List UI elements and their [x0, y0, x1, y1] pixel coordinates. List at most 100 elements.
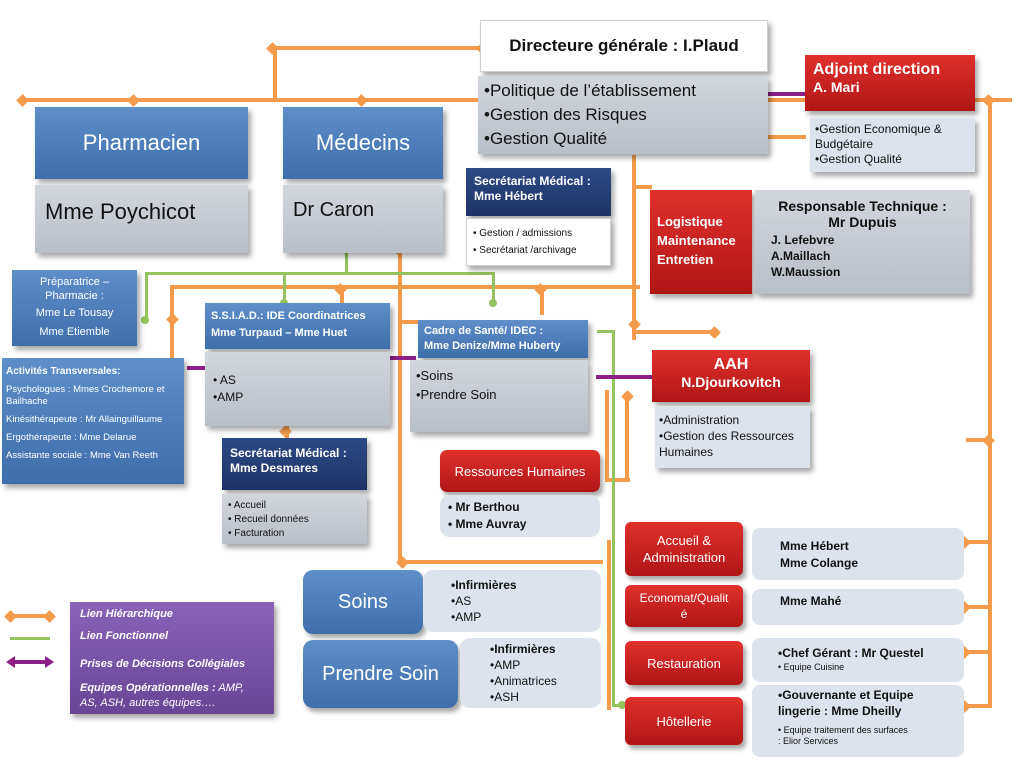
adjoint-mission-item: •Gestion Economique & Budgétaire	[815, 122, 942, 151]
activites-item: Psychologues : Mmes Crochemore et Bailha…	[6, 384, 165, 407]
service-restauration-detail-box: •Chef Gérant : Mr Questel • Equipe Cuisi…	[752, 638, 964, 682]
prendre-soin-box: Prendre Soin	[303, 640, 458, 708]
adjoint-mission-item: •Gestion Qualité	[815, 152, 902, 166]
ssiad-tasks-box: • AS •AMP	[205, 352, 390, 426]
adjoint-missions-box: •Gestion Economique & Budgétaire •Gestio…	[810, 118, 975, 172]
cadre-sante-title: Cadre de Santé/ IDEC : Mme Denize/Mme Hu…	[424, 325, 561, 352]
logistique-staff-item: A.Maillach	[771, 249, 831, 263]
prendre-soin-staff-box: •Infirmières •AMP •Animatrices •ASH	[460, 638, 601, 708]
secretariat-medical-2-tasks-box: • Accueil • Recueil données • Facturatio…	[222, 494, 367, 544]
secretariat-medical-2-task: • Accueil	[228, 500, 266, 511]
secretariat-medical-1-tasks-box: • Gestion / admissions • Secrétariat /ar…	[466, 218, 611, 266]
activites-title: Activités Transversales:	[6, 366, 121, 377]
secretariat-medical-2-task: • Facturation	[228, 528, 285, 539]
service-accueil-detail-box: Mme Hébert Mme Colange	[752, 528, 964, 580]
legend-collegiales-arrow	[12, 660, 48, 664]
aah-name: N.Djourkovitch	[681, 374, 781, 390]
medecins-name: Dr Caron	[293, 199, 375, 221]
ressources-humaines-staff-box: • Mr Berthou • Mme Auvray	[440, 495, 600, 537]
logistique-staff-item: J. Lefebvre	[771, 233, 835, 247]
legend-collegiales-label: Prises de Décisions Collégiales	[80, 658, 246, 670]
activites-item: Kinésithérapeute : Mr Allainguillaume	[6, 414, 163, 425]
ressources-humaines-staff: • Mr Berthou	[448, 500, 520, 514]
secretariat-medical-1-task: • Gestion / admissions	[473, 228, 573, 239]
legend-fonctionnel-label: Lien Fonctionnel	[80, 630, 168, 642]
secretariat-medical-2-title: Secrétariat Médical : Mme Desmares	[230, 446, 347, 475]
service-restauration-title: Restauration	[647, 655, 721, 671]
adjoint-box: Adjoint direction A. Mari	[805, 55, 975, 111]
preparatrice-box: Préparatrice – Pharmacie : Mme Le Tousay…	[12, 270, 137, 346]
soins-staff: •AMP	[451, 610, 482, 624]
director-mission-item: •Politique de l’établissement	[484, 81, 696, 100]
service-hotellerie-detail: •Gouvernante et Equipe lingerie : Mme Dh…	[778, 688, 914, 718]
logistique-box: Logistique Maintenance Entretien	[650, 190, 752, 294]
director-mission-item: •Gestion des Risques	[484, 105, 647, 124]
medecins-title: Médecins	[315, 130, 411, 155]
prendre-soin-staff: •Animatrices	[490, 674, 557, 688]
secretariat-medical-1-task: • Secrétariat /archivage	[473, 245, 577, 256]
responsable-technique-box: Responsable Technique : Mr Dupuis J. Lef…	[755, 190, 970, 294]
secretariat-medical-1-title: Secrétariat Médical : Mme Hébert	[474, 174, 591, 203]
service-hotellerie-sub: • Equipe traitement des surfaces : Elior…	[778, 725, 908, 746]
ressources-humaines-box: Ressources Humaines	[440, 450, 600, 492]
legend-hierarchique-line	[10, 614, 50, 618]
adjoint-title: Adjoint direction	[813, 61, 941, 78]
director-mission-item: •Gestion Qualité	[484, 129, 608, 148]
responsable-technique-label: Responsable Technique :	[778, 198, 947, 214]
ssiad-title-box: S.S.I.A.D.: IDE Coordinatrices Mme Turpa…	[205, 303, 390, 349]
soins-staff: •AS	[451, 594, 472, 608]
legend-fonctionnel-line	[10, 637, 50, 640]
aah-task: •Administration	[659, 413, 740, 427]
service-restauration-detail: •Chef Gérant : Mr Questel	[778, 646, 924, 660]
secretariat-medical-1-title-box: Secrétariat Médical : Mme Hébert	[466, 168, 611, 216]
cadre-sante-task: •Soins	[416, 368, 454, 383]
service-economat-detail-box: Mme Mahé	[752, 589, 964, 625]
secretariat-medical-2-title-box: Secrétariat Médical : Mme Desmares	[222, 438, 367, 490]
legend-equipes-text: AMP, AS, ASH, autres équipes….	[80, 682, 244, 709]
service-restauration-sub: • Equipe Cuisine	[778, 662, 845, 672]
pharmacien-name: Mme Poychicot	[45, 199, 196, 224]
activites-item: Ergothérapeute : Mme Delarue	[6, 432, 137, 443]
ressources-humaines-staff: • Mme Auvray	[448, 517, 527, 531]
preparatrice-name: Mme Le Tousay	[35, 307, 114, 319]
aah-tasks-box: •Administration •Gestion des Ressources …	[655, 406, 810, 468]
soins-staff-box: •Infirmières •AS •AMP	[423, 570, 601, 632]
aah-task: •Gestion des Ressources Humaines	[659, 429, 794, 459]
activites-item: Assistante sociale : Mme Van Reeth	[6, 450, 158, 461]
logistique-staff-item: W.Maussion	[771, 265, 841, 279]
preparatrice-name: Mme Etiemble	[39, 326, 110, 338]
soins-staff: •Infirmières	[451, 578, 517, 592]
aah-box: AAH N.Djourkovitch	[652, 350, 810, 402]
prendre-soin-staff: •AMP	[490, 658, 521, 672]
secretariat-medical-2-task: • Recueil données	[228, 514, 309, 525]
ssiad-title: S.S.I.A.D.: IDE Coordinatrices Mme Turpa…	[211, 310, 366, 339]
prendre-soin-title: Prendre Soin	[322, 662, 439, 685]
prendre-soin-staff: •Infirmières	[490, 642, 556, 656]
service-accueil-title: Accueil & Administration	[642, 533, 726, 565]
activites-transversales-box: Activités Transversales: Psychologues : …	[2, 358, 184, 484]
director-title-box: Directeure générale : I.Plaud	[480, 20, 768, 72]
prendre-soin-staff: •ASH	[490, 690, 519, 704]
legend-equipes-label: Equipes Opérationnelles :	[80, 682, 216, 694]
director-missions-box: •Politique de l’établissement •Gestion d…	[478, 76, 768, 154]
service-economat-title: Economat/Qualit é	[639, 591, 729, 621]
cadre-sante-tasks-box: •Soins •Prendre Soin	[410, 360, 588, 432]
medecins-name-box: Dr Caron	[283, 185, 443, 253]
service-accueil-detail: Mme Hébert Mme Colange	[780, 539, 859, 570]
director-title: Directeure générale : I.Plaud	[509, 36, 739, 55]
service-hotellerie-title: Hôtellerie	[656, 713, 712, 729]
responsable-technique-name: Mr Dupuis	[828, 214, 897, 230]
service-hotellerie-detail-box: •Gouvernante et Equipe lingerie : Mme Dh…	[752, 685, 964, 757]
ressources-humaines-title: Ressources Humaines	[454, 463, 586, 479]
preparatrice-title: Préparatrice – Pharmacie :	[39, 276, 110, 302]
ssiad-task: •AMP	[213, 390, 244, 404]
ssiad-task: • AS	[213, 373, 236, 387]
legend-box: Lien Hiérarchique Lien Fonctionnel Prise…	[70, 602, 274, 714]
service-hotellerie-box: Hôtellerie	[625, 697, 743, 745]
pharmacien-title: Pharmacien	[82, 130, 201, 155]
soins-box: Soins	[303, 570, 423, 634]
logistique-title: Logistique Maintenance Entretien	[657, 214, 736, 267]
aah-title: AAH	[713, 356, 749, 373]
legend-equipes: Equipes Opérationnelles : AMP, AS, ASH, …	[80, 681, 264, 711]
cadre-sante-title-box: Cadre de Santé/ IDEC : Mme Denize/Mme Hu…	[418, 320, 588, 358]
